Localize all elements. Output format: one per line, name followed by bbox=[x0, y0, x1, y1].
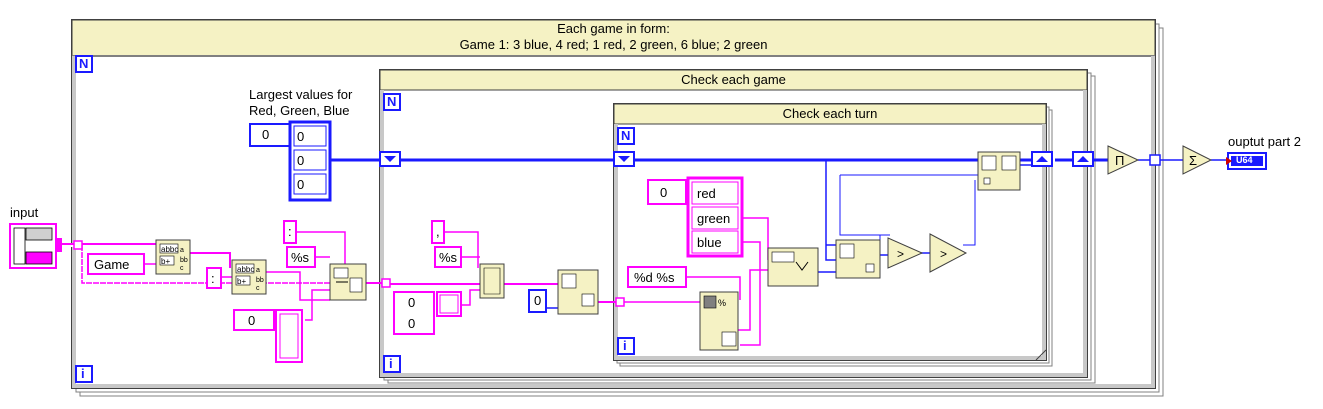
comparison-nodes bbox=[887, 145, 1213, 273]
color-blue[interactable]: blue bbox=[697, 235, 722, 250]
comma-constant[interactable]: , bbox=[436, 224, 440, 239]
percent-s-constant-1[interactable]: %s bbox=[291, 250, 310, 265]
svg-text:>: > bbox=[940, 247, 947, 261]
game-constant[interactable]: Game bbox=[94, 257, 130, 272]
largest-values-label-line1: Largest values for bbox=[249, 87, 353, 102]
largest-values-label-line2: Red, Green, Blue bbox=[249, 103, 350, 118]
game-i-terminal: i bbox=[389, 356, 393, 371]
turn-loop-header: Check each turn bbox=[782, 106, 878, 121]
format-d-s-constant[interactable]: %d %s bbox=[634, 270, 675, 285]
percent-s-constant-2[interactable]: %s bbox=[439, 250, 458, 265]
svg-text:%: % bbox=[718, 298, 726, 308]
numeric-wires bbox=[330, 158, 1228, 309]
svg-text:abbc: abbc bbox=[237, 265, 254, 274]
largest-values-array[interactable] bbox=[249, 120, 332, 202]
output-label: ouptut part 2 bbox=[1228, 134, 1301, 149]
colors-array-constant bbox=[647, 176, 744, 258]
svg-text:bb: bb bbox=[180, 257, 188, 264]
comma-or-colon-constant[interactable]: : bbox=[288, 224, 292, 239]
turn-i-terminal: i bbox=[623, 338, 627, 353]
color-green[interactable]: green bbox=[697, 211, 731, 226]
svg-text:b+: b+ bbox=[161, 257, 170, 266]
empty-array-index-3[interactable]: 0 bbox=[408, 316, 416, 331]
string-constant-boxes bbox=[87, 220, 687, 363]
zero-constant-box bbox=[528, 289, 547, 313]
empty-array-index-2[interactable]: 0 bbox=[408, 295, 416, 310]
spreadsheet-string-to-array-node-2 bbox=[479, 263, 505, 299]
largest-values-index[interactable]: 0 bbox=[262, 127, 270, 142]
svg-text:b+: b+ bbox=[237, 277, 246, 286]
largest-value-2[interactable]: 0 bbox=[297, 177, 305, 192]
largest-value-1[interactable]: 0 bbox=[297, 153, 305, 168]
outer-loop-header: Each game in form: Game 1: 3 blue, 4 red… bbox=[72, 21, 1155, 53]
game-loop-header: Check each game bbox=[681, 72, 786, 87]
svg-text:Π: Π bbox=[1115, 153, 1124, 168]
empty-array-index-1[interactable]: 0 bbox=[248, 313, 256, 328]
output-type: U64 bbox=[1236, 155, 1253, 165]
color-red[interactable]: red bbox=[697, 186, 716, 201]
input-control[interactable] bbox=[9, 223, 62, 269]
add-array-node bbox=[1182, 145, 1213, 175]
svg-text:a: a bbox=[180, 247, 184, 254]
svg-text:bb: bb bbox=[256, 277, 264, 284]
loop-terminals bbox=[75, 55, 635, 383]
node-glyphs: abbc b+ a bb c abbc b+ a bb c % bbox=[159, 155, 1017, 347]
turn-n-terminal: N bbox=[621, 128, 631, 143]
outer-loop-header-line2: Game 1: 3 blue, 4 red; 1 red, 2 green, 6… bbox=[459, 37, 768, 52]
greater-than-node bbox=[887, 237, 924, 269]
zero-constant[interactable]: 0 bbox=[534, 293, 542, 308]
game-n-terminal: N bbox=[387, 94, 397, 109]
output-indicator[interactable] bbox=[1226, 152, 1267, 170]
colon-constant[interactable]: : bbox=[211, 271, 215, 286]
outer-loop-header-line1: Each game in form: bbox=[557, 21, 670, 36]
svg-text:c: c bbox=[180, 265, 184, 272]
max-node bbox=[929, 233, 968, 273]
svg-text:c: c bbox=[256, 285, 260, 292]
turn-for-loop[interactable] bbox=[613, 103, 1053, 367]
outer-i-terminal: i bbox=[81, 366, 85, 381]
outer-n-terminal: N bbox=[79, 56, 89, 71]
svg-text:abbc: abbc bbox=[161, 245, 178, 254]
colors-array-index[interactable]: 0 bbox=[660, 185, 668, 200]
svg-text:>: > bbox=[897, 247, 904, 261]
svg-text:Σ: Σ bbox=[1189, 153, 1197, 168]
multiply-array-node bbox=[1107, 145, 1140, 175]
tunnels bbox=[73, 151, 1161, 307]
input-label: input bbox=[10, 205, 39, 220]
largest-value-0[interactable]: 0 bbox=[297, 129, 305, 144]
svg-text:a: a bbox=[256, 267, 260, 274]
